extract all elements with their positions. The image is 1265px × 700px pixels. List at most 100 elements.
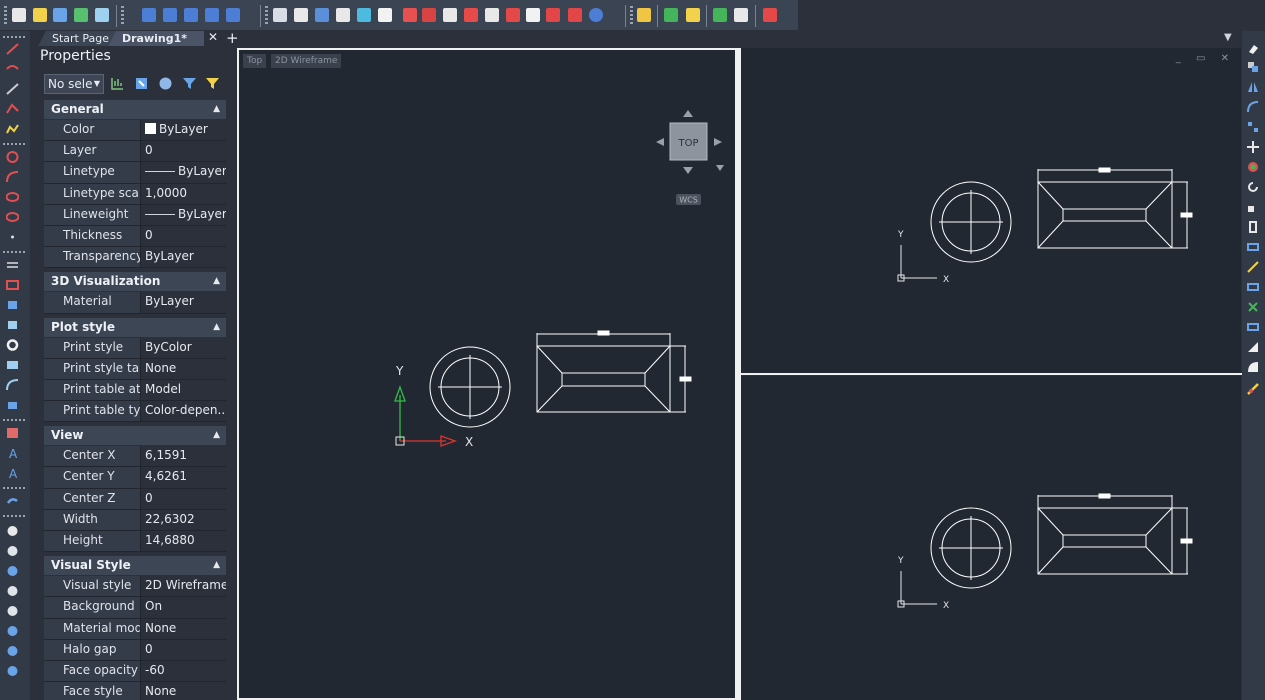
zoom-realtime-icon[interactable] (6, 545, 19, 557)
collapse-chevron-icon[interactable]: ▲ (213, 276, 220, 287)
viewport-2-icon[interactable] (163, 8, 177, 22)
section-header[interactable]: Plot style▲ (44, 317, 226, 337)
section-header[interactable]: View▲ (44, 426, 226, 446)
group-icon[interactable] (74, 8, 88, 22)
zoom-out-icon[interactable] (6, 645, 19, 657)
join-icon[interactable] (1247, 321, 1259, 333)
property-value[interactable]: ByLayer (141, 292, 226, 312)
viewport-1-icon[interactable] (142, 8, 156, 22)
layer-icon[interactable] (637, 8, 651, 22)
note-icon[interactable] (686, 8, 700, 22)
erase-icon[interactable] (1247, 43, 1259, 55)
ungroup-icon[interactable] (95, 8, 109, 22)
zoom-in-icon[interactable] (6, 625, 19, 637)
hatch-icon[interactable] (6, 259, 19, 271)
external-ref-icon[interactable] (315, 8, 329, 22)
filter-icon[interactable] (182, 76, 197, 91)
viewport-5-icon[interactable] (226, 8, 240, 22)
property-value[interactable]: 0 (141, 141, 226, 161)
viewport-divider-vertical[interactable] (737, 48, 741, 700)
collapse-chevron-icon[interactable]: ▲ (213, 560, 220, 571)
selection-dropdown[interactable]: No sele ▼ (44, 74, 104, 94)
property-value[interactable]: 0 (141, 640, 226, 660)
viewcube[interactable]: TOP WCS (656, 110, 724, 205)
info-icon[interactable] (589, 8, 603, 22)
extend-icon[interactable] (1247, 281, 1259, 293)
array-icon[interactable] (1247, 121, 1259, 133)
viewport-window-controls[interactable]: _ ▭ ✕ (1175, 53, 1235, 64)
section-header[interactable]: Visual Style▲ (44, 556, 226, 576)
viewcube-right-arrow-icon[interactable] (714, 138, 722, 146)
rectangle-part[interactable] (1037, 167, 1193, 249)
rotate-icon[interactable] (1247, 161, 1259, 173)
revision-icon[interactable] (568, 8, 582, 22)
property-value[interactable]: ByLayer (141, 247, 226, 267)
arc-icon[interactable] (6, 171, 19, 183)
copy-icon[interactable] (1247, 61, 1259, 73)
property-value[interactable]: None (141, 682, 226, 700)
property-row[interactable]: Print style ta...None (44, 358, 226, 380)
drawing-canvas[interactable]: Y X (741, 376, 1241, 700)
viewport-3-icon[interactable] (184, 8, 198, 22)
tab-start-page[interactable]: Start Page (38, 31, 120, 46)
toolbar-grip[interactable] (4, 6, 7, 26)
batch-plot-icon[interactable] (763, 8, 777, 22)
wipeout-icon[interactable] (6, 359, 19, 371)
viewport-bottom-right[interactable]: Y X (741, 376, 1241, 700)
view-label[interactable]: Top (243, 54, 267, 68)
revcloud-icon[interactable] (6, 379, 19, 391)
rectangle-part[interactable] (1037, 493, 1193, 575)
export-icon[interactable] (734, 8, 748, 22)
wcs-badge[interactable] (676, 194, 701, 205)
property-value[interactable]: Color-depen... (141, 401, 226, 421)
lengthen-icon[interactable] (1247, 241, 1259, 253)
property-value[interactable]: None (141, 619, 226, 639)
donut-icon[interactable] (6, 339, 19, 351)
match-text-icon[interactable] (485, 8, 499, 22)
property-value[interactable]: -60 (141, 661, 226, 681)
break-icon[interactable] (1247, 301, 1259, 313)
select-objects-icon[interactable] (134, 76, 149, 91)
viewport-4-icon[interactable] (205, 8, 219, 22)
block-icon[interactable] (713, 8, 727, 22)
zoom-dynamic-icon[interactable] (6, 605, 19, 617)
viewcube-face[interactable] (669, 122, 708, 161)
toggle-pickadd-icon[interactable] (110, 76, 125, 91)
arc-text-icon[interactable] (422, 8, 436, 22)
trim-icon[interactable] (1247, 261, 1259, 273)
xline-icon[interactable] (6, 103, 19, 115)
property-row[interactable]: Print table typeColor-depen... (44, 401, 226, 423)
redo-icon[interactable] (6, 495, 19, 507)
pan-icon[interactable] (6, 525, 19, 537)
viewcube-left-arrow-icon[interactable] (656, 138, 664, 146)
property-value[interactable]: None (141, 359, 226, 379)
circle-part[interactable] (930, 507, 1012, 589)
rotate-copy-icon[interactable] (1247, 181, 1259, 193)
property-value[interactable]: 14,6880 (141, 531, 226, 551)
edit-text-icon[interactable] (443, 8, 457, 22)
ole-object-icon[interactable] (294, 8, 308, 22)
explode-icon[interactable] (12, 8, 26, 22)
collapse-chevron-icon[interactable]: ▲ (213, 430, 220, 441)
drawing-canvas[interactable]: Y X (741, 48, 1241, 374)
property-value[interactable]: 22,6302 (141, 510, 226, 530)
property-row[interactable]: Print table at...Model (44, 379, 226, 402)
circle-part[interactable] (930, 181, 1012, 263)
property-value[interactable]: ByLayer (141, 205, 226, 225)
fillet-icon[interactable] (1247, 361, 1259, 373)
property-value[interactable]: 0 (141, 226, 226, 246)
select-icon[interactable] (53, 8, 67, 22)
